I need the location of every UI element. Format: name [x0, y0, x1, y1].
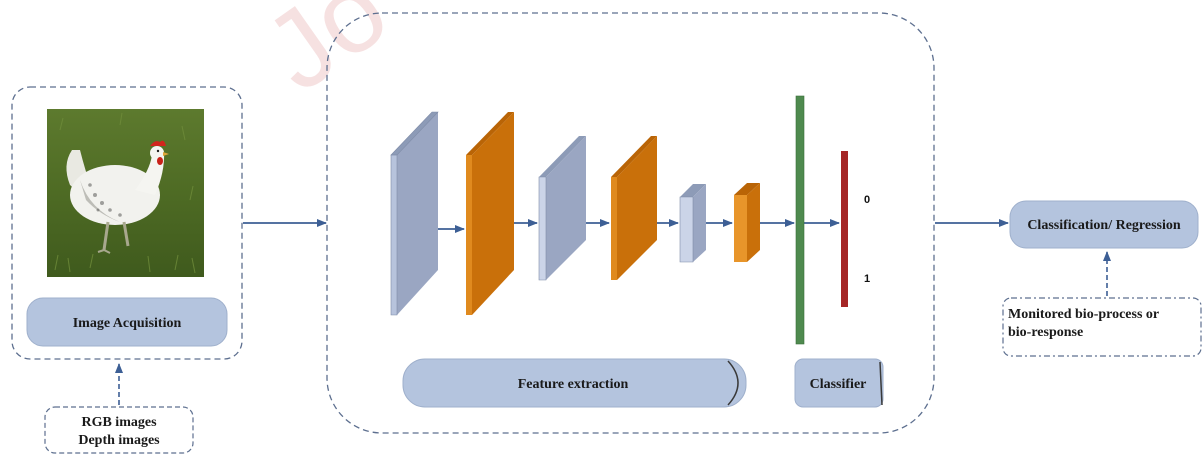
layer-arrows — [438, 219, 840, 233]
acquisition-panel — [11, 86, 243, 360]
feature-extraction-label: Feature extraction — [518, 377, 629, 392]
monitored-box — [1002, 297, 1202, 357]
classifier-label: Classifier — [810, 377, 867, 392]
image-acquisition-pill — [26, 297, 228, 347]
input-depth-label: Depth images — [78, 433, 160, 448]
feature-extraction-pill — [402, 358, 747, 408]
fully-connected-layer — [795, 95, 805, 345]
classification-regression-label: Classification/ Regression — [1027, 218, 1181, 233]
image-acquisition-label: Image Acquisition — [73, 316, 182, 331]
cnn-layer-1 — [390, 111, 439, 316]
output-value-1: 1 — [864, 273, 870, 285]
cnn-layer-4 — [611, 136, 657, 280]
output-value-0: 0 — [864, 194, 870, 206]
classifier-pill — [794, 358, 884, 408]
classification-regression-pill — [1009, 200, 1199, 249]
chicken-image — [47, 109, 204, 277]
monitored-line-2: bio-response — [1008, 325, 1083, 340]
monitored-line-1: Monitored bio-process or — [1008, 307, 1159, 322]
input-rgb-label: RGB images — [81, 415, 157, 430]
cnn-layer-6 — [734, 183, 760, 262]
output-layer — [841, 151, 848, 307]
watermark: Jo — [243, 0, 409, 115]
cnn-layer-3 — [538, 136, 586, 281]
cnn-layer-5 — [679, 184, 706, 263]
cnn-layer-2 — [466, 112, 514, 315]
input-types-box — [44, 406, 194, 454]
